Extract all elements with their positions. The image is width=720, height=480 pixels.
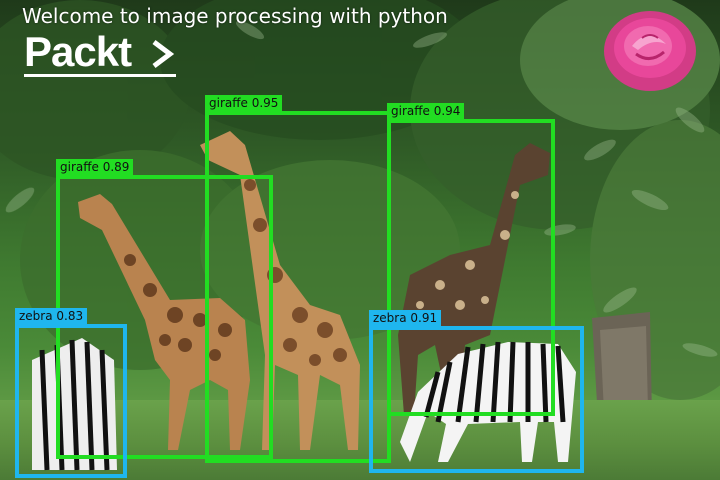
svg-text:Packt: Packt: [24, 28, 132, 75]
zebra-right: [400, 341, 576, 462]
detection-label: giraffe 0.94: [387, 103, 465, 119]
packt-logo: Packt: [24, 28, 176, 77]
detection-label: giraffe 0.89: [56, 159, 134, 175]
detection-label: zebra 0.91: [369, 310, 442, 326]
overlay-caption: Welcome to image processing with python: [22, 4, 448, 28]
detection-box-zebra-083: zebra 0.83: [15, 308, 127, 478]
giraffe-left: [78, 194, 250, 450]
grass-ground: [0, 400, 720, 480]
giraffe-right: [398, 143, 550, 415]
detection-box-giraffe-094: giraffe 0.94: [387, 103, 555, 416]
detection-label: zebra 0.83: [15, 308, 88, 324]
detection-box-zebra-091: zebra 0.91: [369, 310, 584, 473]
rose-icon: [604, 11, 696, 91]
detection-label: giraffe 0.95: [205, 95, 283, 111]
